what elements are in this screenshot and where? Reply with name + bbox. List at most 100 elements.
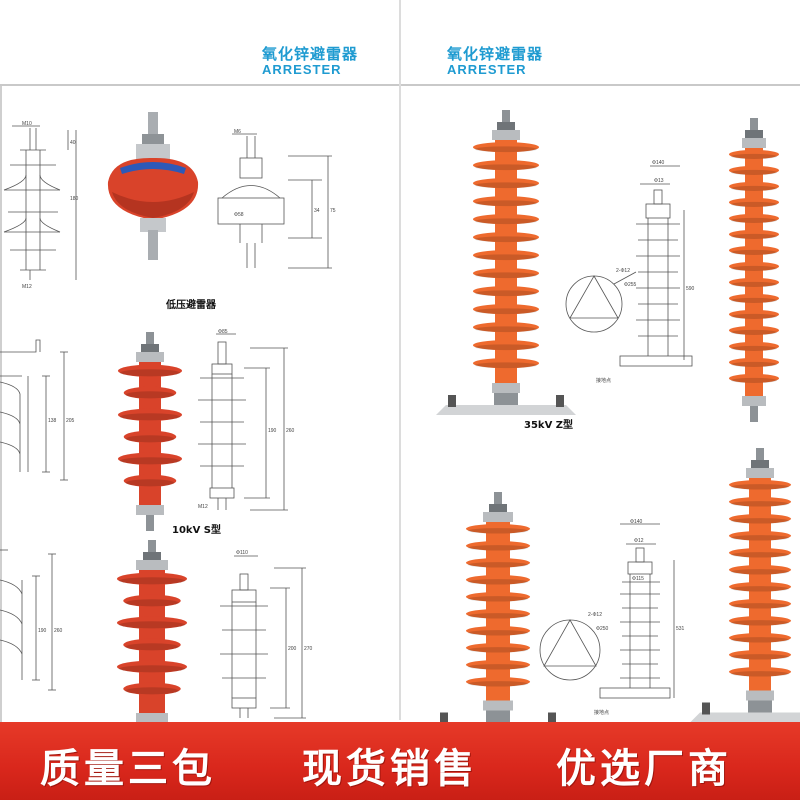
photoBR-bolt-left bbox=[440, 712, 448, 725]
arrester-35kv-side-photo bbox=[729, 118, 779, 422]
photoBFR-shed bbox=[729, 514, 791, 524]
photoFR-shed-shadow bbox=[731, 153, 777, 159]
photoFR-shed-shadow bbox=[731, 297, 777, 303]
dim-m12-10kv: M12 bbox=[198, 504, 208, 510]
photo35-flange-bottom bbox=[492, 383, 520, 393]
dim-190-left: 190 bbox=[38, 628, 47, 634]
photo10-shed-shadow bbox=[120, 413, 180, 421]
photoBL-shed-shadow bbox=[125, 687, 179, 695]
photoBR-shed bbox=[466, 660, 530, 670]
left-heading: 氧化锌避雷器 ARRESTER bbox=[262, 46, 358, 77]
photoBFR-base-stem bbox=[748, 700, 772, 713]
photo35-shed bbox=[473, 250, 539, 261]
photoFR-shed bbox=[729, 309, 779, 319]
photoBFR-shed bbox=[729, 480, 791, 490]
photoBR-shed-shadow bbox=[468, 681, 528, 687]
photoFR-shed-shadow bbox=[731, 249, 777, 255]
photoBFR-shed-shadow bbox=[731, 586, 789, 592]
photoBFR-shed bbox=[729, 497, 791, 507]
photo10-shed-shadow bbox=[125, 435, 175, 443]
dim-531: 531 bbox=[676, 626, 685, 632]
column-divider bbox=[399, 0, 401, 720]
photoFR-shed-shadow bbox=[731, 377, 777, 383]
right-heading: 氧化锌避雷器 ARRESTER bbox=[447, 45, 544, 76]
right-heading-cn: 氧化锌避雷器 bbox=[447, 45, 544, 63]
photoBR-shed-shadow bbox=[468, 664, 528, 670]
photoBL-nut-top bbox=[143, 552, 161, 560]
dim-m6: M6 bbox=[234, 129, 241, 135]
photoBFR-shed bbox=[729, 548, 791, 558]
photoBFR-shed bbox=[729, 599, 791, 609]
photoBL-shed-shadow bbox=[125, 599, 179, 607]
photoBFR-shed bbox=[729, 633, 791, 643]
photoBFR-shed bbox=[729, 582, 791, 592]
photoBR-shed-shadow bbox=[468, 562, 528, 568]
photoFR-shed bbox=[729, 277, 779, 287]
dim-m10: M10 bbox=[22, 121, 32, 127]
photoFR-shed bbox=[729, 197, 779, 207]
photoBR-base-stem bbox=[486, 710, 510, 723]
drawing-low-voltage: M6 Φ58 34 75 bbox=[217, 129, 336, 269]
photo35-shed-shadow bbox=[475, 362, 537, 369]
photoFR-shed bbox=[729, 341, 779, 351]
photoBR-shed-shadow bbox=[468, 647, 528, 653]
photoBFR-shed bbox=[729, 616, 791, 626]
dim-phi110: Φ110 bbox=[236, 550, 248, 556]
photo10-shed-shadow bbox=[120, 369, 180, 377]
photoBR-terminal-top bbox=[494, 492, 502, 510]
dim-260-left: 260 bbox=[54, 628, 63, 634]
drawing-left-top: M10 40 180 M12 bbox=[3, 121, 79, 290]
dim-260: 260 bbox=[286, 428, 295, 434]
dim-40: 40 bbox=[70, 140, 76, 146]
photoFR-shed-shadow bbox=[731, 361, 777, 367]
photo10-shed bbox=[123, 430, 177, 443]
dim-2phi12-35: 2-Φ12 bbox=[616, 268, 630, 274]
photoBL-flange-top bbox=[136, 560, 168, 570]
photo10-shed bbox=[118, 364, 182, 377]
dim-phi13-35: Φ13 bbox=[654, 178, 664, 184]
dim-phi250-br: Φ250 bbox=[596, 626, 609, 632]
photoBFR-shed-shadow bbox=[731, 501, 789, 507]
dim-180: 180 bbox=[70, 196, 79, 202]
photoBFR-flange-bottom bbox=[746, 690, 774, 701]
photo35-shed bbox=[473, 178, 539, 189]
photoBR-nut-top bbox=[489, 504, 507, 512]
photoBR-shed bbox=[466, 592, 530, 602]
photoBFR-shed-shadow bbox=[731, 484, 789, 490]
photoFR-shed bbox=[729, 357, 779, 367]
dim-ground-35: 接地点 bbox=[596, 377, 611, 384]
photo35-shed bbox=[473, 196, 539, 207]
photo35-bolt-left bbox=[448, 395, 456, 407]
photoBFR-bolt-left bbox=[702, 702, 710, 715]
photo10-flange-top bbox=[136, 352, 164, 362]
photoFR-shed bbox=[729, 373, 779, 383]
photoFR-shed-shadow bbox=[731, 217, 777, 223]
photoBFR-shed bbox=[729, 531, 791, 541]
photoBL-shed bbox=[117, 616, 187, 629]
dim-phi255-35: Φ255 bbox=[624, 282, 637, 288]
photoBFR-shed-shadow bbox=[731, 518, 789, 524]
photoBL-shed bbox=[117, 660, 187, 673]
photo10-shed bbox=[118, 452, 182, 465]
photoBR-shed bbox=[466, 643, 530, 653]
photoFR-shed-shadow bbox=[731, 201, 777, 207]
photoBR-shed bbox=[466, 677, 530, 687]
photoBR-shed-shadow bbox=[468, 630, 528, 636]
photo35-shed-shadow bbox=[475, 272, 537, 279]
photoBFR-nut-top bbox=[751, 460, 769, 468]
low-stud-bottom bbox=[148, 230, 158, 260]
photoBFR-shed-shadow bbox=[731, 603, 789, 609]
photo35-terminal-top bbox=[502, 110, 510, 128]
left-heading-en: ARRESTER bbox=[262, 61, 342, 77]
photoFR-shed-shadow bbox=[731, 185, 777, 191]
photo35-shed-shadow bbox=[475, 290, 537, 297]
photo10-shed-shadow bbox=[125, 479, 175, 487]
drawing-left-bottom: 190 260 bbox=[0, 549, 63, 691]
dim-270: 270 bbox=[304, 646, 313, 652]
photo35-shed-shadow bbox=[475, 182, 537, 189]
caption-10kv: 10kV S型 bbox=[172, 525, 221, 536]
photoFR-terminal-bottom bbox=[750, 406, 758, 422]
photo10-nut-top bbox=[141, 344, 159, 352]
photo35-shed-shadow bbox=[475, 308, 537, 315]
